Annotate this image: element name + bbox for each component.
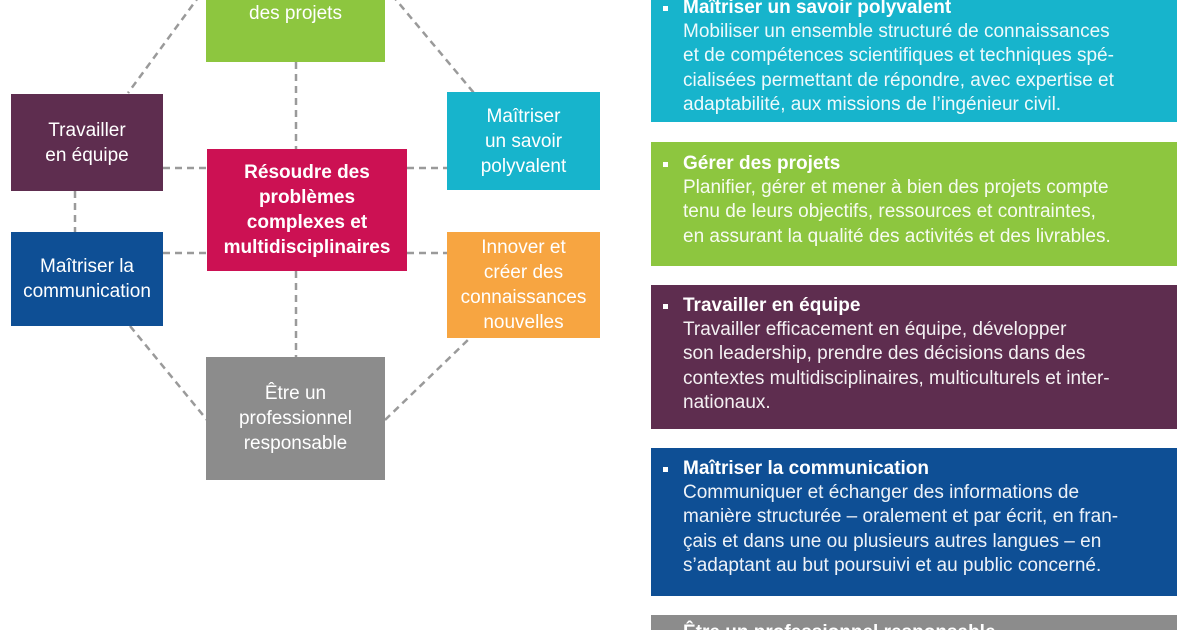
node-resoudre-problemes: Résoudre des problèmes complexes et mult… [207,149,407,271]
connector-bottom-left [129,325,208,421]
card-body: Mobiliser un ensemble structuré de conna… [683,21,1114,115]
connector-top-right [394,0,475,94]
node-innover-creer: Innover et créer des connaissances nouve… [447,232,600,338]
card-travailler-equipe: Travailler en équipe Travailler efficace… [651,285,1177,429]
card-body: Communiquer et échanger des informations… [683,482,1119,576]
card-professionnel-responsable: Être un professionnel responsable [651,615,1177,630]
connector-bottom-right [384,337,471,421]
bullet-icon [663,303,668,309]
card-title: Être un professionnel responsable [683,621,996,630]
card-title: Travailler en équipe [683,295,861,316]
card-gerer-projets: Gérer des projets Planifier, gérer et me… [651,142,1177,266]
bullet-icon [663,466,668,472]
bullet-icon [663,5,668,11]
card-title: Maîtriser un savoir polyvalent [683,0,952,18]
node-maitriser-communication: Maîtriser la communication [11,232,163,326]
card-title: Gérer des projets [683,153,841,174]
bullet-icon [663,161,668,167]
node-professionnel-responsable: Être un professionnel responsable [206,357,385,480]
card-body: Planifier, gérer et mener à bien des pro… [683,177,1111,247]
card-title: Maîtriser la communication [683,458,930,479]
card-body: Travailler efficacement en équipe, dével… [683,319,1110,413]
node-gerer-projets: des projets [206,0,385,62]
node-travailler-equipe: Travailler en équipe [11,94,163,191]
connector-top-left [126,0,198,94]
card-maitriser-communication: Maîtriser la communication Communiquer e… [651,448,1177,596]
node-maitriser-savoir: Maîtriser un savoir polyvalent [447,92,600,190]
card-savoir-polyvalent: Maîtriser un savoir polyvalent Mobiliser… [651,0,1177,122]
